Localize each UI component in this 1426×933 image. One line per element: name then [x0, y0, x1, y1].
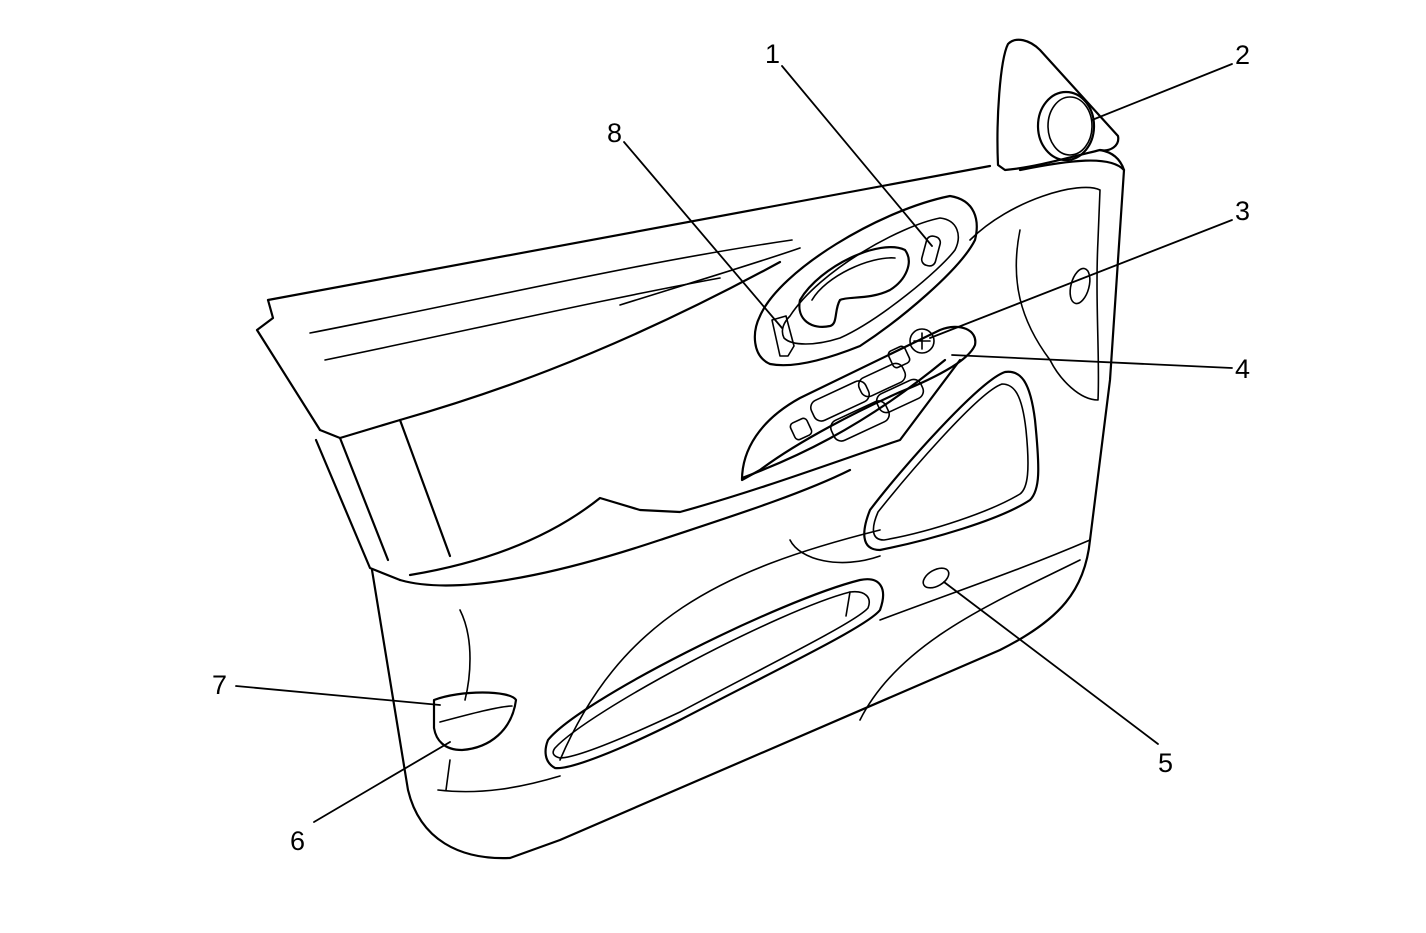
- leader-lines: [235, 63, 1233, 823]
- callout-5: 5: [1158, 748, 1173, 778]
- leader-6: [313, 741, 451, 823]
- leader-3: [929, 219, 1233, 339]
- callout-3: 3: [1235, 196, 1250, 226]
- leader-1: [781, 65, 933, 247]
- leader-4: [951, 354, 1233, 369]
- callout-1: 1: [765, 39, 780, 69]
- callout-6: 6: [290, 826, 305, 856]
- leader-5: [943, 581, 1159, 745]
- callout-7: 7: [212, 670, 227, 700]
- callout-2: 2: [1235, 40, 1250, 70]
- callout-4: 4: [1235, 354, 1250, 384]
- leader-7: [235, 685, 441, 706]
- door-panel: [255, 38, 1126, 860]
- leader-2: [1091, 63, 1233, 121]
- callout-labels: 1 2 3 4 5 6 7 8: [212, 39, 1250, 856]
- callout-8: 8: [607, 118, 622, 148]
- leader-8: [623, 141, 783, 329]
